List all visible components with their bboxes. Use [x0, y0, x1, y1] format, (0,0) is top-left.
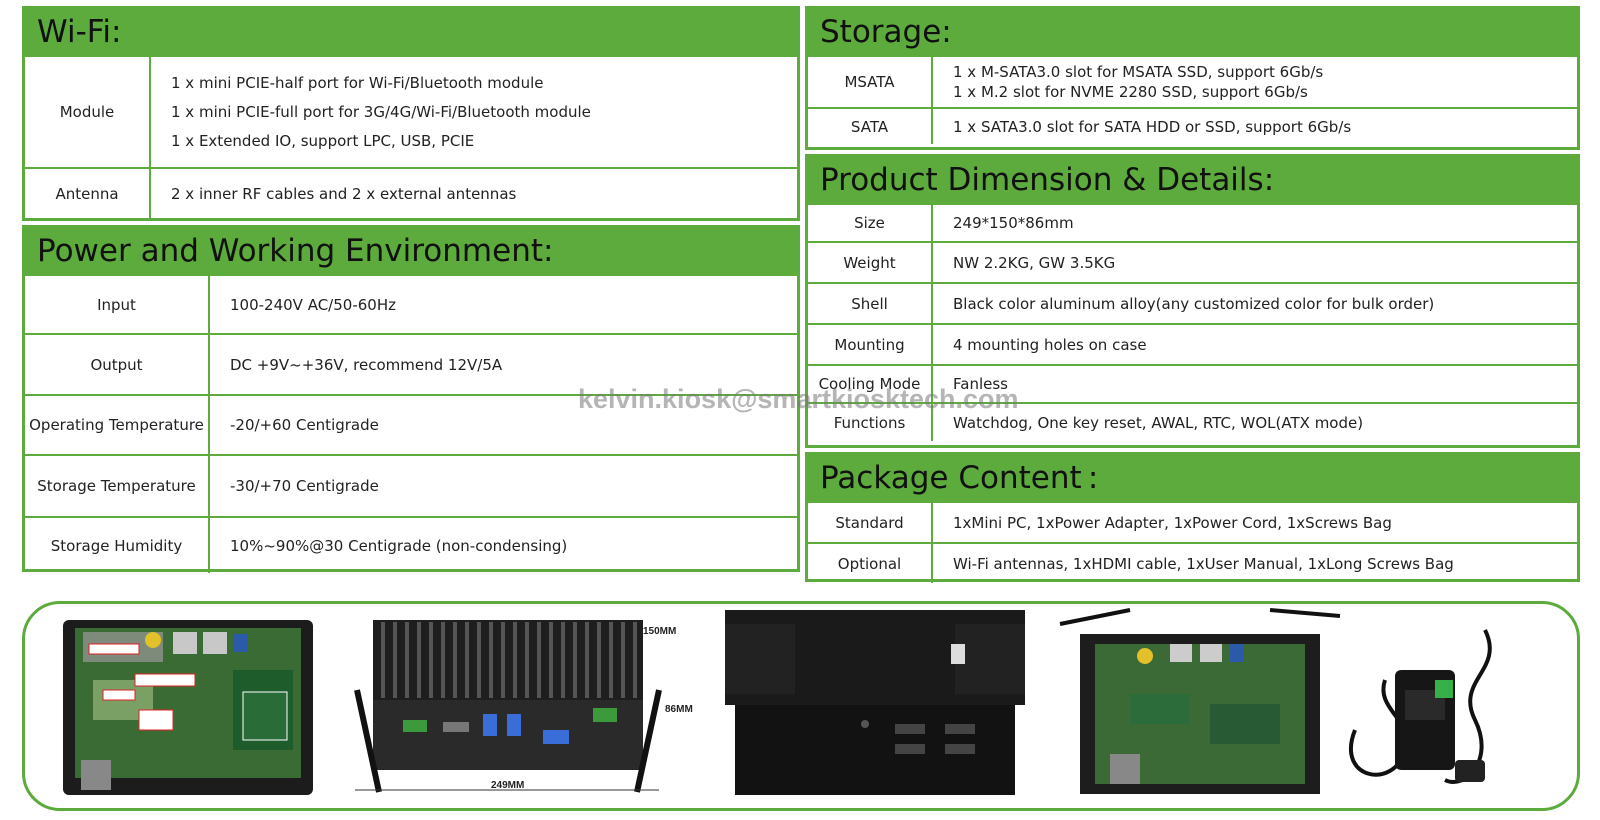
spec-value: 1 x SATA3.0 slot for SATA HDD or SSD, su… — [932, 107, 1577, 144]
spec-label: Weight — [808, 241, 933, 283]
storage-title: Storage: — [808, 9, 1577, 55]
spec-row-optional: Optional Wi-Fi antennas, 1xHDMI cable, 1… — [808, 542, 1577, 583]
dimension-panel: Product Dimension & Details: Size 249*15… — [805, 154, 1580, 448]
spec-value: 2 x inner RF cables and 2 x external ant… — [150, 167, 797, 218]
spec-row-size: Size 249*150*86mm — [808, 203, 1577, 242]
spec-value: 4 mounting holes on case — [932, 323, 1577, 365]
spec-row-module: Module 1 x mini PCIE-half port for Wi-Fi… — [25, 55, 797, 168]
spec-value: Black color aluminum alloy(any customize… — [932, 282, 1577, 324]
spec-line: 1xMini PC, 1xPower Adapter, 1xPower Cord… — [953, 513, 1392, 532]
spec-row-storage-humidity: Storage Humidity 10%~90%@30 Centigrade (… — [25, 516, 797, 573]
spec-value: 249*150*86mm — [932, 203, 1577, 242]
spec-line: -20/+60 Centigrade — [230, 416, 379, 434]
spec-line: 4 mounting holes on case — [953, 335, 1147, 354]
spec-value: -30/+70 Centigrade — [209, 454, 797, 517]
spec-value: DC +9V~+36V, recommend 12V/5A — [209, 333, 797, 395]
wifi-title: Wi-Fi: — [25, 9, 797, 55]
spec-label: Input — [25, 274, 210, 334]
spec-label: Storage Temperature — [25, 454, 210, 517]
dimension-title: Product Dimension & Details: — [808, 157, 1577, 203]
spec-label: Module — [25, 55, 151, 168]
spec-row-output: Output DC +9V~+36V, recommend 12V/5A — [25, 333, 797, 395]
spec-row-mounting: Mounting 4 mounting holes on case — [808, 323, 1577, 365]
dimension-table: Size 249*150*86mm Weight NW 2.2KG, GW 3.… — [808, 203, 1577, 441]
spec-line: -30/+70 Centigrade — [230, 477, 379, 495]
spec-line: 1 x mini PCIE-half port for Wi-Fi/Blueto… — [171, 73, 544, 92]
mounting-bracket-photo — [725, 610, 1025, 795]
fanless-case-photo — [354, 620, 662, 793]
spec-row-sata: SATA 1 x SATA3.0 slot for SATA HDD or SS… — [808, 107, 1577, 144]
spec-value: 1xMini PC, 1xPower Adapter, 1xPower Cord… — [932, 501, 1577, 543]
spec-line: DC +9V~+36V, recommend 12V/5A — [230, 355, 503, 374]
spec-row-shell: Shell Black color aluminum alloy(any cus… — [808, 282, 1577, 324]
package-title: Package Content : — [808, 455, 1577, 501]
spec-label: Mounting — [808, 323, 933, 365]
spec-label: Optional — [808, 542, 933, 583]
watermark-email: kelvin.kiosk@smartkiosktech.com — [578, 384, 1019, 414]
storage-panel: Storage: MSATA 1 x M-SATA3.0 slot for MS… — [805, 6, 1580, 150]
power-title: Power and Working Environment: — [25, 228, 797, 274]
spec-line: 1 x M-SATA3.0 slot for MSATA SSD, suppor… — [953, 63, 1324, 81]
package-table: Standard 1xMini PC, 1xPower Adapter, 1xP… — [808, 501, 1577, 583]
spec-label: Operating Temperature — [25, 394, 210, 455]
spec-line: Black color aluminum alloy(any customize… — [953, 294, 1435, 313]
spec-row-input: Input 100-240V AC/50-60Hz — [25, 274, 797, 334]
spec-label: Cooling Mode — [808, 364, 933, 403]
spec-line: Watchdog, One key reset, AWAL, RTC, WOL(… — [953, 413, 1364, 432]
open-case-photo — [63, 620, 313, 795]
product-photo-strip: 249MM 86MM 150MM — [22, 601, 1580, 811]
spec-row-operating-temp: Operating Temperature -20/+60 Centigrade — [25, 394, 797, 455]
spec-row-msata: MSATA 1 x M-SATA3.0 slot for MSATA SSD, … — [808, 55, 1577, 108]
width-dimension-label: 249MM — [491, 780, 525, 791]
wifi-panel: Wi-Fi: Module 1 x mini PCIE-half port fo… — [22, 6, 800, 221]
spec-label: Shell — [808, 282, 933, 324]
spec-row-antenna: Antenna 2 x inner RF cables and 2 x exte… — [25, 167, 797, 218]
spec-value: 1 x M-SATA3.0 slot for MSATA SSD, suppor… — [932, 55, 1577, 108]
spec-line: 10%~90%@30 Centigrade (non-condensing) — [230, 536, 568, 555]
spec-line: 249*150*86mm — [953, 214, 1074, 232]
spec-label: Storage Humidity — [25, 516, 210, 573]
antenna-case-photo — [1059, 608, 1341, 794]
power-table: Input 100-240V AC/50-60Hz Output DC +9V~… — [25, 274, 797, 573]
spec-line: 1 x mini PCIE-full port for 3G/4G/Wi-Fi/… — [171, 102, 591, 121]
spec-line: Fanless — [953, 375, 1008, 393]
spec-line: 1 x M.2 slot for NVME 2280 SSD, support … — [953, 83, 1308, 101]
package-panel: Package Content : Standard 1xMini PC, 1x… — [805, 452, 1580, 583]
spec-line: 1 x Extended IO, support LPC, USB, PCIE — [171, 131, 475, 150]
spec-label: Size — [808, 203, 933, 242]
power-adapter-photo — [1348, 629, 1492, 784]
heatsink-fins — [381, 622, 637, 698]
spec-row-functions: Functions Watchdog, One key reset, AWAL,… — [808, 402, 1577, 441]
spec-label: SATA — [808, 107, 933, 144]
power-panel: Power and Working Environment: Input 100… — [22, 225, 800, 573]
spec-line: 100-240V AC/50-60Hz — [230, 295, 396, 314]
spec-label: MSATA — [808, 55, 933, 108]
spec-value: -20/+60 Centigrade — [209, 394, 797, 455]
height-dimension-label: 86MM — [665, 704, 693, 715]
spec-row-standard: Standard 1xMini PC, 1xPower Adapter, 1xP… — [808, 501, 1577, 543]
spec-line: 1 x SATA3.0 slot for SATA HDD or SSD, su… — [953, 117, 1352, 136]
spec-line: Wi-Fi antennas, 1xHDMI cable, 1xUser Man… — [953, 554, 1454, 573]
spec-value: Fanless — [932, 364, 1577, 403]
spec-label: Output — [25, 333, 210, 395]
spec-row-weight: Weight NW 2.2KG, GW 3.5KG — [808, 241, 1577, 283]
spec-value: Watchdog, One key reset, AWAL, RTC, WOL(… — [932, 402, 1577, 441]
spec-label: Standard — [808, 501, 933, 543]
spec-row-cooling: Cooling Mode Fanless — [808, 364, 1577, 403]
spec-value: NW 2.2KG, GW 3.5KG — [932, 241, 1577, 283]
spec-line: 2 x inner RF cables and 2 x external ant… — [171, 184, 517, 203]
board-label-tags — [88, 643, 288, 741]
spec-row-storage-temp: Storage Temperature -30/+70 Centigrade — [25, 454, 797, 517]
spec-value: 10%~90%@30 Centigrade (non-condensing) — [209, 516, 797, 573]
storage-table: MSATA 1 x M-SATA3.0 slot for MSATA SSD, … — [808, 55, 1577, 144]
depth-dimension-label: 150MM — [643, 626, 677, 637]
spec-line: NW 2.2KG, GW 3.5KG — [953, 253, 1116, 272]
wifi-table: Module 1 x mini PCIE-half port for Wi-Fi… — [25, 55, 797, 218]
spec-value: 100-240V AC/50-60Hz — [209, 274, 797, 334]
spec-label: Antenna — [25, 167, 151, 218]
spec-label: Functions — [808, 402, 933, 441]
spec-value: 1 x mini PCIE-half port for Wi-Fi/Blueto… — [150, 55, 797, 168]
spec-value: Wi-Fi antennas, 1xHDMI cable, 1xUser Man… — [932, 542, 1577, 583]
